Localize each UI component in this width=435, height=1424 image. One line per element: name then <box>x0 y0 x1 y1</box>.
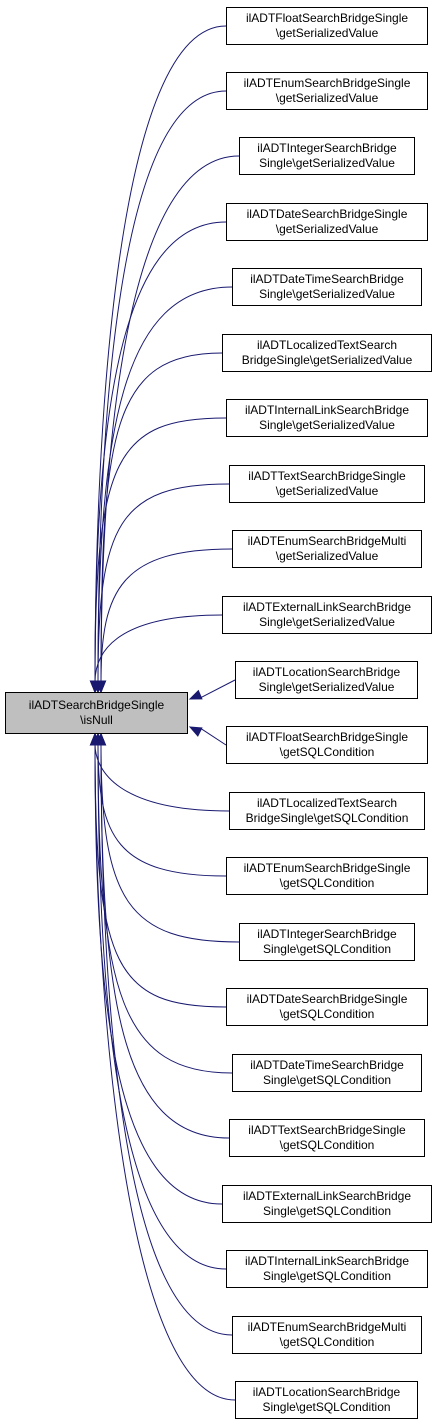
edge-arrowhead <box>188 689 203 700</box>
caller-node-line2: BridgeSingle\getSerializedValue <box>241 353 413 367</box>
call-edge <box>100 548 233 683</box>
caller-node-line2: Single\getSQLCondition <box>262 942 392 956</box>
caller-node-line2: \getSerializedValue <box>275 26 379 40</box>
caller-node-line1: ilADTIntegerSearchBridge <box>257 927 397 941</box>
call-edge <box>94 614 223 683</box>
caller-node-line2: Single\getSQLCondition <box>262 1204 392 1218</box>
caller-node-line1: ilADTLocationSearchBridge <box>252 665 401 679</box>
caller-node-line2: \getSQLCondition <box>279 1335 375 1349</box>
caller-node-line2: Single\getSerializedValue <box>259 615 395 629</box>
call-edge <box>97 743 227 877</box>
call-edge <box>94 743 230 812</box>
caller-node[interactable]: ilADTEnumSearchBridgeMulti\getSerialized… <box>232 530 422 568</box>
caller-node-line2: \getSerializedValue <box>275 222 379 236</box>
caller-node-line2: \getSQLCondition <box>279 1138 375 1152</box>
caller-node-line1: ilADTInternalLinkSearchBridge <box>244 403 410 417</box>
call-edge <box>97 743 233 1074</box>
caller-node-line1: ilADTLocalizedTextSearch <box>256 338 398 352</box>
caller-node[interactable]: ilADTFloatSearchBridgeSingle\getSQLCondi… <box>226 726 428 764</box>
caller-node-line1: ilADTLocationSearchBridge <box>252 1385 401 1399</box>
call-edge <box>97 483 230 683</box>
caller-node-line1: ilADTDateTimeSearchBridge <box>250 272 404 286</box>
caller-node-line1: ilADTEnumSearchBridgeMulti <box>247 534 407 548</box>
call-edge <box>199 727 227 746</box>
root-node-line1: ilADTSearchBridgeSingle <box>28 698 165 712</box>
caller-node[interactable]: ilADTEnumSearchBridgeSingle\getSQLCondit… <box>226 857 428 895</box>
call-edge <box>100 155 240 683</box>
caller-node-line1: ilADTFloatSearchBridgeSingle <box>245 11 409 25</box>
caller-node-line1: ilADTInternalLinkSearchBridge <box>244 1254 410 1268</box>
edge-arrowhead <box>89 680 101 694</box>
caller-node-line1: ilADTExternalLinkSearchBridge <box>242 1189 412 1203</box>
caller-node-line1: ilADTDateSearchBridgeSingle <box>246 992 408 1006</box>
caller-node[interactable]: ilADTDateSearchBridgeSingle\getSQLCondit… <box>226 988 428 1026</box>
root-node: ilADTSearchBridgeSingle \isNull <box>5 692 188 734</box>
caller-node-line2: Single\getSerializedValue <box>258 680 395 694</box>
call-edge <box>94 417 227 683</box>
caller-node-line1: ilADTIntegerSearchBridge <box>257 141 397 155</box>
root-node-line2: \isNull <box>80 713 113 727</box>
call-edge <box>100 743 233 1336</box>
caller-node-line2: BridgeSingle\getSQLCondition <box>245 811 409 825</box>
caller-node-line2: \getSQLCondition <box>279 745 375 759</box>
caller-node[interactable]: ilADTTextSearchBridgeSingle\getSerialize… <box>229 465 425 503</box>
caller-node-line2: Single\getSerializedValue <box>259 156 395 170</box>
caller-node-line1: ilADTTextSearchBridgeSingle <box>248 1123 406 1137</box>
caller-node-line1: ilADTExternalLinkSearchBridge <box>242 600 412 614</box>
caller-node-line2: Single\getSQLCondition <box>262 1073 392 1087</box>
caller-node-line1: ilADTLocalizedTextSearch <box>256 796 398 810</box>
caller-node-line1: ilADTDateTimeSearchBridge <box>250 1058 404 1072</box>
call-edge <box>100 743 240 943</box>
caller-node[interactable]: ilADTEnumSearchBridgeSingle\getSerialize… <box>226 72 428 110</box>
edge-arrowhead <box>188 726 203 737</box>
call-edge <box>97 286 233 683</box>
caller-node-line2: \getSQLCondition <box>279 876 375 890</box>
caller-node-line2: Single\getSQLCondition <box>262 1400 391 1414</box>
edge-arrowhead <box>89 732 101 746</box>
caller-node-line2: \getSerializedValue <box>275 549 379 563</box>
caller-node-line1: ilADTDateSearchBridgeSingle <box>246 207 408 221</box>
call-edge <box>94 221 227 683</box>
call-edge <box>199 679 236 699</box>
caller-node-line2: Single\getSerializedValue <box>259 287 395 301</box>
caller-node-line1: ilADTTextSearchBridgeSingle <box>248 469 406 483</box>
caller-node[interactable]: ilADTTextSearchBridgeSingle\getSQLCondit… <box>229 1119 425 1157</box>
caller-node[interactable]: ilADTEnumSearchBridgeMulti\getSQLConditi… <box>232 1316 422 1354</box>
call-edge <box>97 90 227 683</box>
call-edge <box>94 743 236 1401</box>
caller-node-line1: ilADTFloatSearchBridgeSingle <box>245 730 409 744</box>
caller-node[interactable]: ilADTFloatSearchBridgeSingle\getSerializ… <box>226 7 428 45</box>
caller-node-line2: \getSerializedValue <box>275 484 379 498</box>
caller-node-line1: ilADTEnumSearchBridgeSingle <box>243 76 411 90</box>
caller-node[interactable]: ilADTDateSearchBridgeSingle\getSerialize… <box>226 203 428 241</box>
caller-node-line2: Single\getSQLCondition <box>262 1269 392 1283</box>
caller-node-line1: ilADTEnumSearchBridgeMulti <box>247 1320 407 1334</box>
caller-node-line2: Single\getSerializedValue <box>259 418 395 432</box>
caller-node-line2: \getSerializedValue <box>275 91 379 105</box>
caller-node-line1: ilADTEnumSearchBridgeSingle <box>243 861 411 875</box>
caller-node-line2: \getSQLCondition <box>279 1007 375 1021</box>
call-edge <box>100 352 223 683</box>
